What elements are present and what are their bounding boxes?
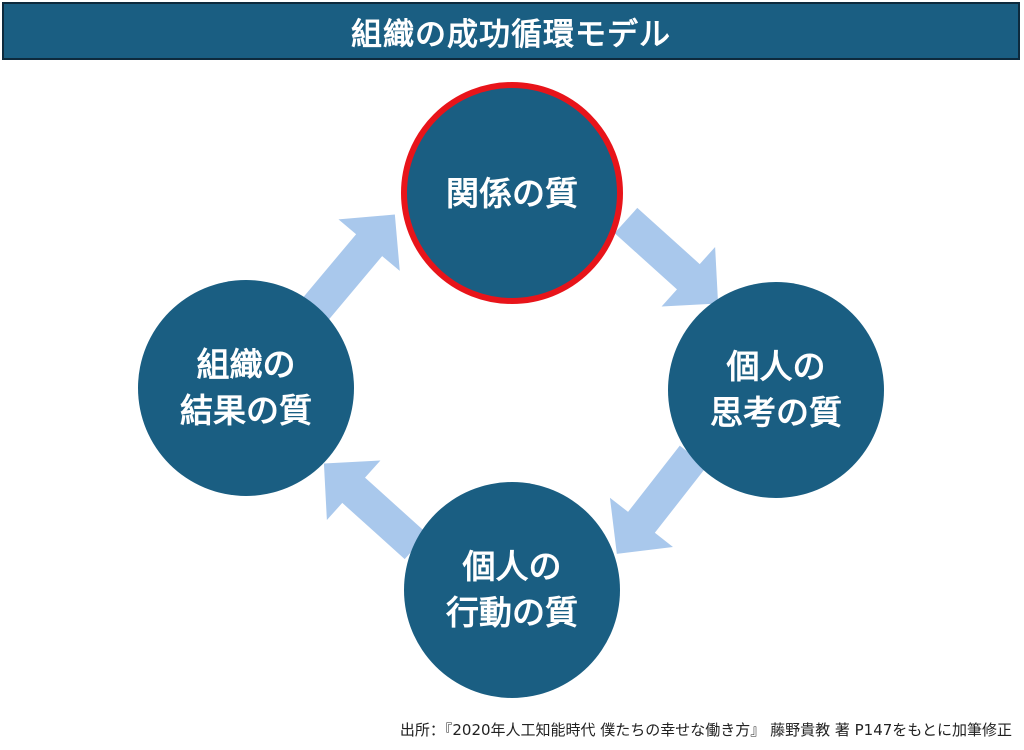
node-bottom-circle <box>404 482 620 698</box>
node-top-circle <box>404 85 620 301</box>
node-left-label-line1: 組織の <box>197 345 296 384</box>
title-bar: 組織の成功循環モデル <box>2 2 1020 60</box>
node-top-highlight-ring <box>401 82 623 304</box>
arrow-top-to-right <box>614 207 719 307</box>
arrow-right-to-bottom <box>609 445 707 554</box>
node-bottom-label-line2: 行動の質 <box>445 593 578 632</box>
arrow-bottom-to-left <box>323 460 428 560</box>
node-bottom-label-line1: 個人の <box>462 547 562 586</box>
arrow-left-to-top <box>302 214 400 321</box>
diagram-title: 組織の成功循環モデル <box>351 16 671 53</box>
node-top-label: 関係の質 <box>446 174 578 213</box>
node-left-label-line2: 結果の質 <box>180 391 312 430</box>
node-right-label-line1: 個人の <box>726 347 826 386</box>
node-left-circle <box>138 280 354 496</box>
source-citation: 出所：『2020年人工知能時代 僕たちの幸せな働き方』 藤野貴教 著 P147を… <box>399 721 1012 739</box>
node-right-circle <box>668 282 884 498</box>
node-right-label-line2: 思考の質 <box>710 393 842 432</box>
